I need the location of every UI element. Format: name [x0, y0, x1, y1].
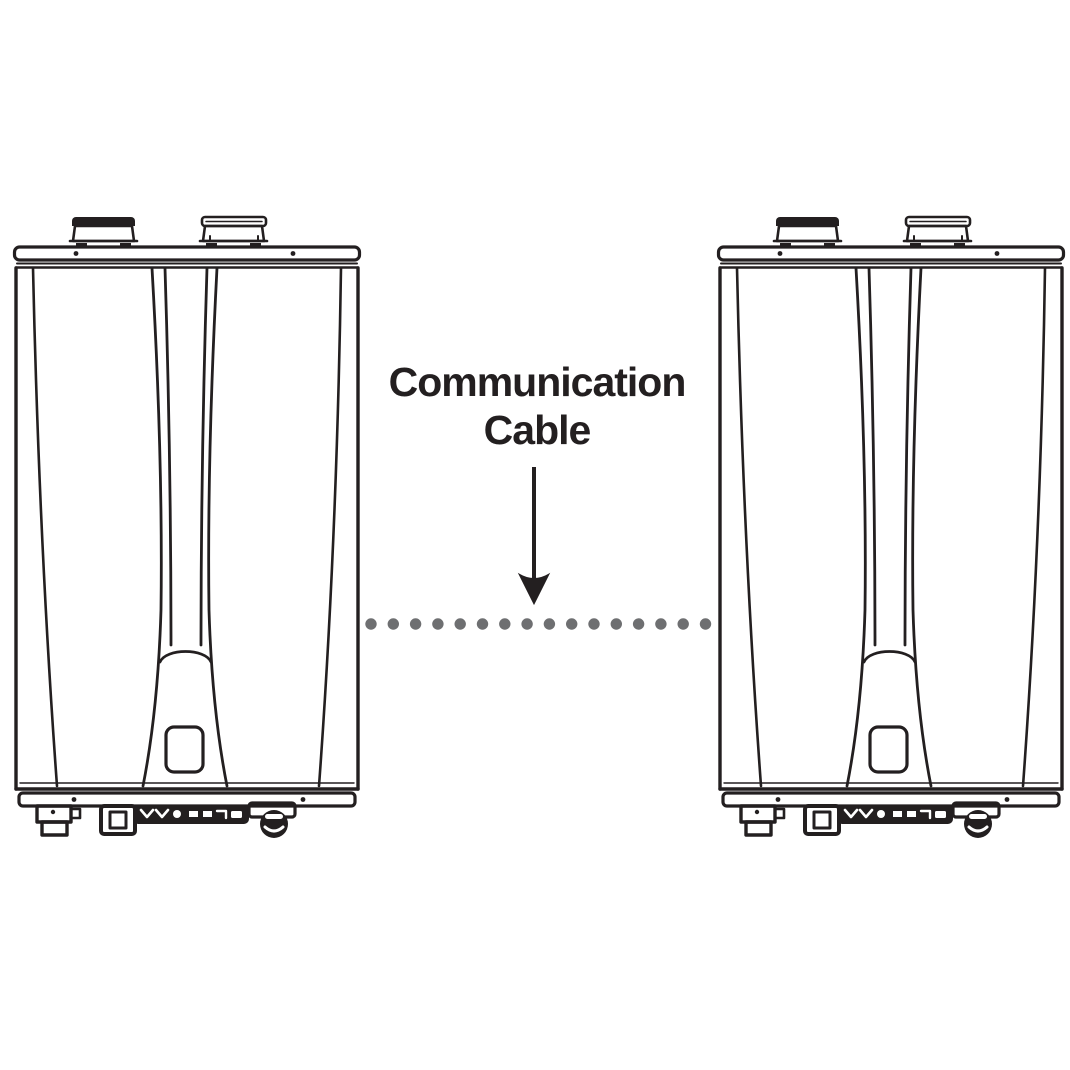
cable-dot	[566, 618, 578, 630]
cable-dot	[432, 618, 444, 630]
communication-cable-dotted-line	[365, 618, 712, 630]
cable-dot	[632, 618, 645, 630]
cable-dot	[499, 618, 511, 630]
cable-label-line1: Communication	[388, 359, 687, 405]
cable-dot	[588, 618, 600, 630]
cable-dot	[365, 618, 377, 630]
cable-dot	[655, 618, 667, 630]
cable-dot	[454, 618, 466, 630]
down-arrow-icon	[517, 467, 551, 606]
water-heater-left	[12, 215, 362, 840]
cable-dot	[387, 618, 399, 630]
cable-dot	[409, 618, 422, 630]
cable-dot	[521, 618, 533, 630]
water-heater-right	[716, 215, 1066, 840]
cable-dot	[543, 618, 556, 630]
cable-label-line2: Cable	[483, 407, 592, 453]
cable-dot	[476, 618, 489, 630]
cable-dot	[610, 618, 622, 630]
communication-cable-label: Communication Cable	[388, 358, 687, 454]
cable-dot	[699, 618, 712, 630]
cable-dot	[677, 618, 689, 630]
